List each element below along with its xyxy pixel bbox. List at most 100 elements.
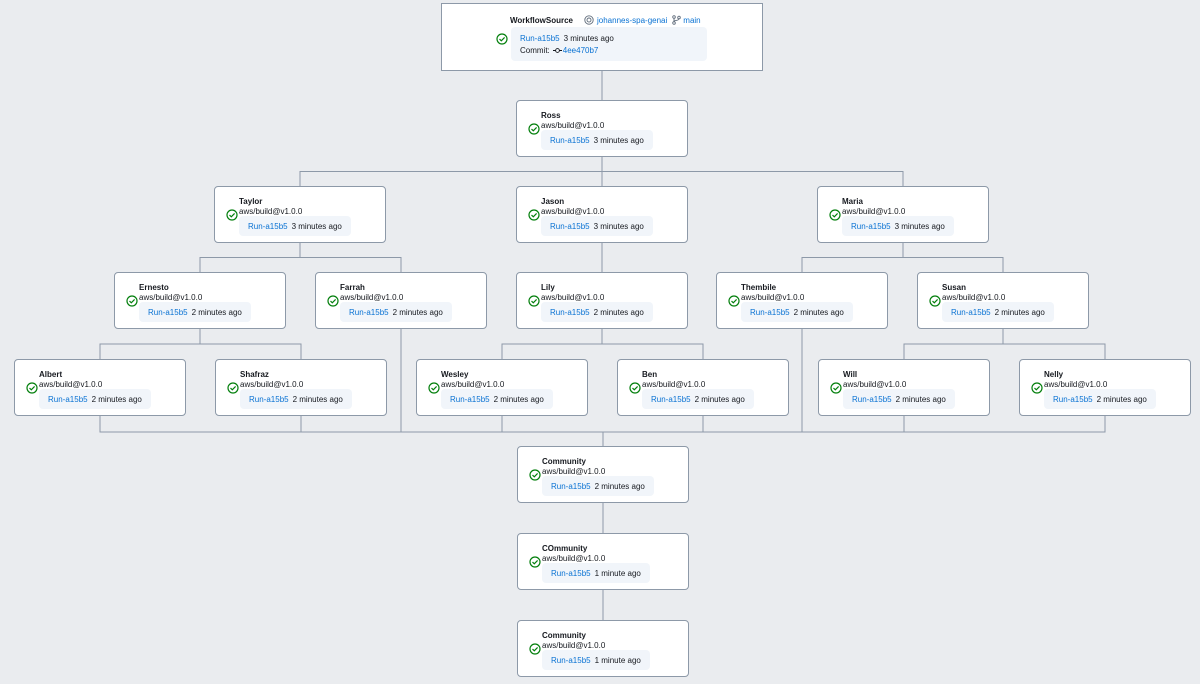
run-link[interactable]: Run-a15b5: [249, 394, 289, 404]
source-run-time: 3 minutes ago: [563, 34, 614, 43]
edge-lily-to-ben: [601, 329, 704, 359]
run-link[interactable]: Run-a15b5: [551, 655, 591, 665]
edge-wesley-to-community1: [501, 416, 604, 446]
source-commit: Commit: 4ee470b7: [520, 46, 598, 55]
edge-maria-to-thembile: [801, 243, 904, 272]
check-circle-icon: [528, 122, 540, 135]
action-identifier: aws/build@v1.0.0: [541, 293, 605, 302]
run-link[interactable]: Run-a15b5: [349, 307, 389, 317]
run-time: 2 minutes ago: [91, 394, 142, 404]
action-name: Maria: [842, 197, 863, 206]
check-circle-icon: [728, 294, 740, 307]
edge-ernesto-to-shafraz: [199, 329, 302, 359]
action-identifier: aws/build@v1.0.0: [340, 293, 404, 302]
run-time: 2 minutes ago: [594, 481, 645, 491]
run-time: 3 minutes ago: [593, 221, 644, 231]
edge-ben-to-community1: [602, 416, 704, 446]
run-link[interactable]: Run-a15b5: [550, 135, 590, 145]
run-link[interactable]: Run-a15b5: [951, 307, 991, 317]
edge-nelly-to-community1: [602, 416, 1106, 446]
workflow-source-node[interactable]: WorkflowSource johannes-spa-genai main R…: [441, 3, 763, 71]
run-link[interactable]: Run-a15b5: [1053, 394, 1093, 404]
check-circle-icon: [529, 642, 541, 655]
action-identifier: aws/build@v1.0.0: [541, 207, 605, 216]
action-name: Taylor: [239, 197, 263, 206]
run-time: 2 minutes ago: [392, 307, 443, 317]
run-time: 2 minutes ago: [694, 394, 745, 404]
check-circle-icon: [1031, 381, 1043, 394]
action-identifier: aws/build@v1.0.0: [542, 467, 606, 476]
action-identifier: aws/build@v1.0.0: [541, 121, 605, 130]
run-link[interactable]: Run-a15b5: [851, 221, 891, 231]
action-identifier: aws/build@v1.0.0: [542, 554, 606, 563]
check-circle-icon: [830, 381, 842, 394]
action-name: Farrah: [340, 283, 365, 292]
edge-ross-to-taylor: [299, 157, 603, 186]
source-title: WorkflowSource: [510, 16, 573, 25]
check-circle-icon: [428, 381, 440, 394]
action-identifier: aws/build@v1.0.0: [139, 293, 203, 302]
action-name: COmmunity: [542, 544, 588, 553]
source-repo: johannes-spa-genai main: [584, 15, 701, 25]
run-link[interactable]: Run-a15b5: [551, 481, 591, 491]
run-link[interactable]: Run-a15b5: [550, 307, 590, 317]
action-identifier: aws/build@v1.0.0: [842, 207, 906, 216]
edge-taylor-to-farrah: [299, 243, 402, 272]
commit-link[interactable]: 4ee470b7: [562, 46, 599, 55]
run-time: 3 minutes ago: [894, 221, 945, 231]
edge-lily-to-wesley: [501, 329, 603, 359]
action-name: Albert: [39, 370, 63, 379]
repository-link[interactable]: johannes-spa-genai: [597, 15, 668, 25]
run-link[interactable]: Run-a15b5: [651, 394, 691, 404]
run-link[interactable]: Run-a15b5: [450, 394, 490, 404]
check-circle-icon: [629, 381, 641, 394]
edge-albert-to-community1: [99, 416, 604, 446]
run-link[interactable]: Run-a15b5: [551, 568, 591, 578]
action-name: Community: [542, 631, 586, 640]
run-link[interactable]: Run-a15b5: [48, 394, 88, 404]
check-circle-icon: [327, 294, 339, 307]
run-time: 1 minute ago: [594, 568, 641, 578]
edge-taylor-to-ernesto: [199, 243, 301, 272]
run-link[interactable]: Run-a15b5: [550, 221, 590, 231]
run-time: 3 minutes ago: [593, 135, 644, 145]
action-identifier: aws/build@v1.0.0: [942, 293, 1006, 302]
source-run-link[interactable]: Run-a15b5: [520, 34, 560, 43]
edge-maria-to-susan: [902, 243, 1004, 272]
commit-label: Commit:: [520, 46, 550, 55]
branch-link[interactable]: main: [683, 15, 701, 25]
run-link[interactable]: Run-a15b5: [248, 221, 288, 231]
run-link[interactable]: Run-a15b5: [750, 307, 790, 317]
action-identifier: aws/build@v1.0.0: [239, 207, 303, 216]
run-link[interactable]: Run-a15b5: [852, 394, 892, 404]
run-link[interactable]: Run-a15b5: [148, 307, 188, 317]
check-circle-icon: [226, 208, 238, 221]
